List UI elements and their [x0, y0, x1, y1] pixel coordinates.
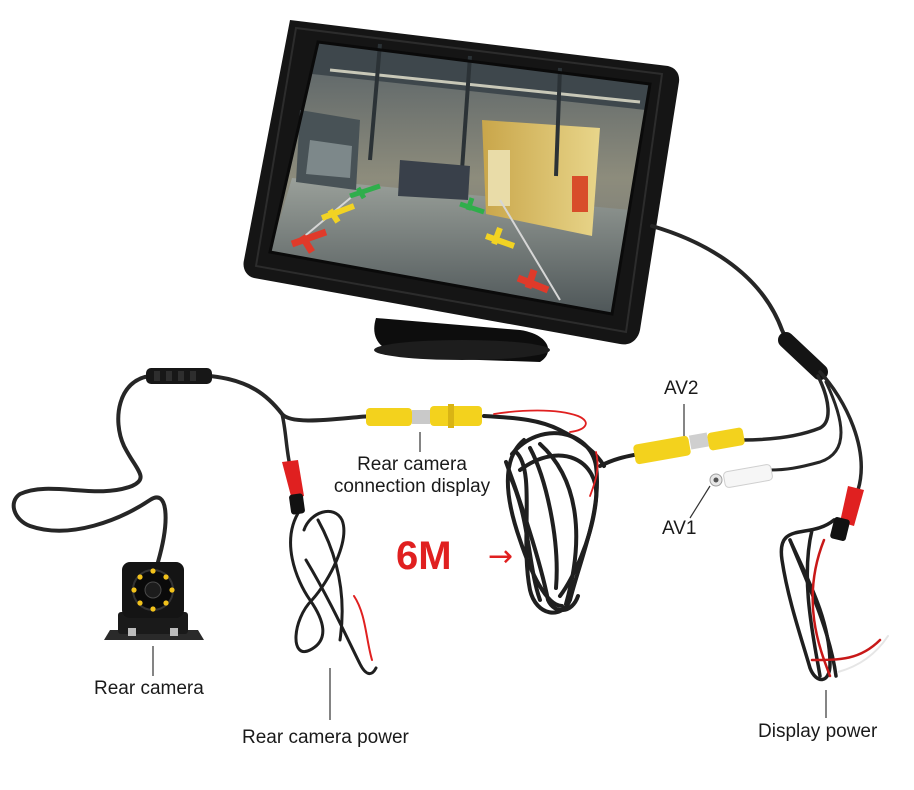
display-power-white-wire [837, 635, 889, 673]
label-rear-camera: Rear camera [94, 678, 204, 699]
camera-cable [11, 374, 168, 564]
label-av2: AV2 [664, 378, 699, 399]
rear-camera-device [104, 562, 204, 640]
rca-yellow-connector-left [366, 408, 430, 426]
connectors [146, 368, 864, 541]
label-rear-camera-power: Rear camera power [242, 727, 409, 748]
trigger-red-wire-2 [589, 451, 599, 497]
leader-lines [152, 404, 827, 720]
monitor-stand-base [374, 340, 550, 360]
label-rear-camera-connection-display: Rear camera connection display [314, 454, 510, 498]
leader-av1 [689, 485, 711, 519]
parking-guide-lines [290, 183, 550, 294]
label-av1: AV1 [662, 518, 697, 539]
camera-extension-cable [208, 374, 374, 423]
monitor-screen [268, 40, 652, 316]
display-power-plug [830, 486, 864, 541]
trigger-red-wire [493, 409, 587, 433]
coiled-6m-cable [482, 414, 650, 615]
display-power-cable-upper [818, 370, 863, 492]
camera-power-coil [289, 508, 378, 675]
rca-yellow-connector-right [430, 404, 482, 428]
display-power-coil [779, 518, 838, 682]
av1-cable [768, 380, 843, 472]
camera-power-cable [280, 412, 292, 468]
rca-av1-connector [709, 464, 773, 488]
label-rear-camera-connection-line2: connection display [333, 476, 491, 497]
display-power-red-wire [810, 538, 882, 678]
label-rear-camera-connection-line1: Rear camera [357, 454, 467, 475]
cable-splitter [778, 332, 828, 380]
label-cable-length: 6M [396, 534, 452, 578]
rca-av2-connector [633, 427, 745, 465]
av2-cable [740, 374, 830, 442]
cables [11, 224, 889, 682]
camera-power-plug [282, 460, 305, 515]
display-monitor [243, 20, 680, 362]
camera-power-red-wire [353, 595, 373, 661]
monitor-bezel-highlight [254, 26, 664, 334]
camera-leds [131, 568, 175, 612]
label-display-power: Display power [758, 721, 878, 742]
cable-length-arrow-icon: → [488, 539, 514, 574]
